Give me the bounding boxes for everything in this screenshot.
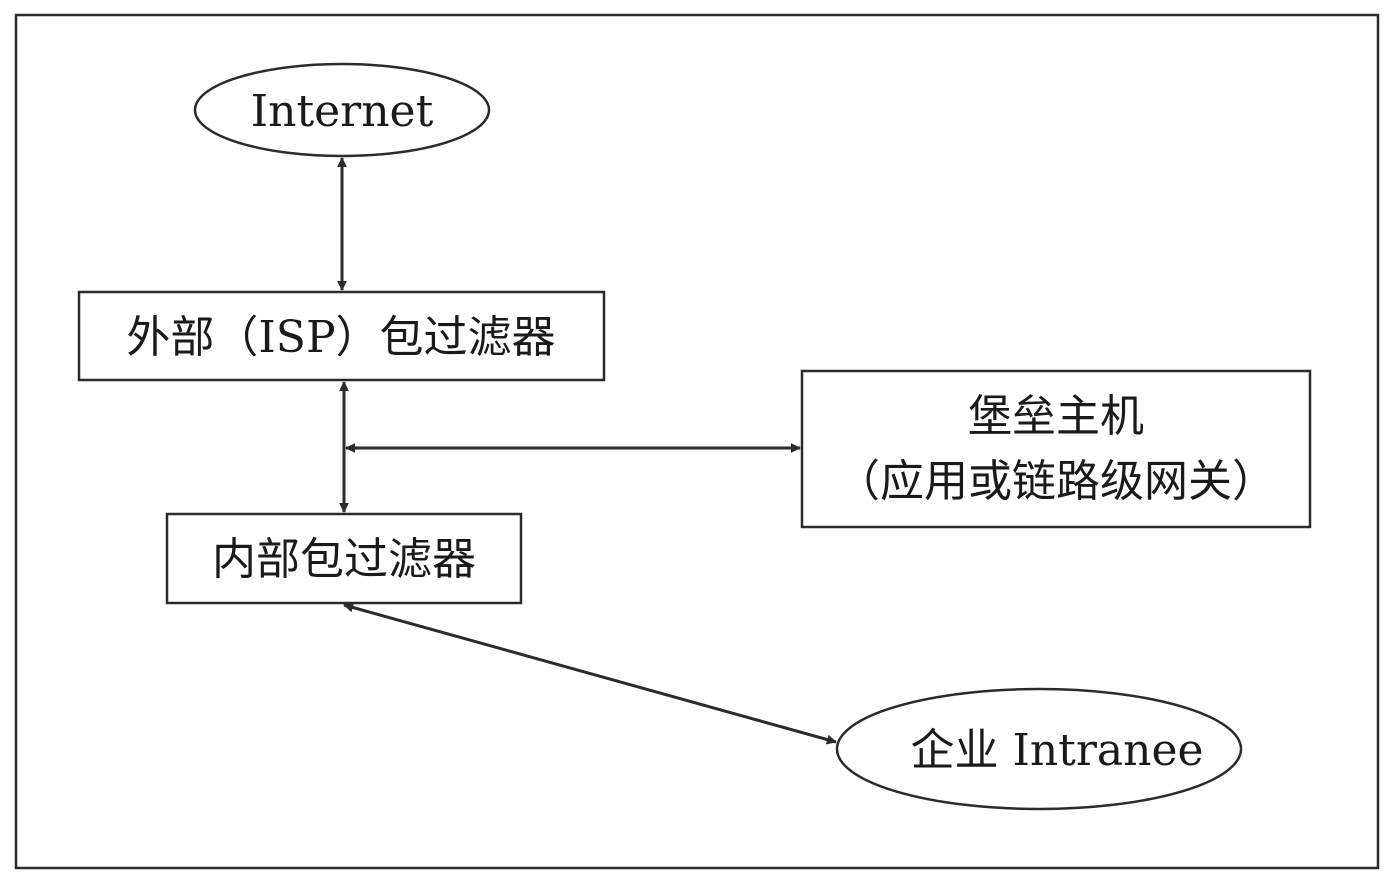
intranet-label: 企业 Intranee [910,725,1203,776]
intranet-node: 企业 Intranee [835,687,1243,811]
intranet-ellipse [835,687,1243,811]
external-filter-node: 外部（ISP）包过滤器 [77,290,606,382]
edge-internal-filter-intranet [343,602,837,745]
bastion-host-label-line2: （应用或链路级网关） [836,456,1276,507]
internal-filter-label: 内部包过滤器 [212,534,476,585]
internal-filter-node: 内部包过滤器 [165,512,523,605]
bastion-host-label-line1: 堡垒主机 [968,391,1144,442]
internet-node: Internet [193,62,491,158]
external-filter-box [77,290,606,382]
diagram-frame [14,13,1380,870]
internet-ellipse [193,62,491,158]
bastion-host-node: 堡垒主机 （应用或链路级网关） [800,369,1312,529]
bastion-host-box [800,369,1312,529]
external-filter-label: 外部（ISP）包过滤器 [126,312,555,363]
internet-label: Internet [251,86,434,137]
